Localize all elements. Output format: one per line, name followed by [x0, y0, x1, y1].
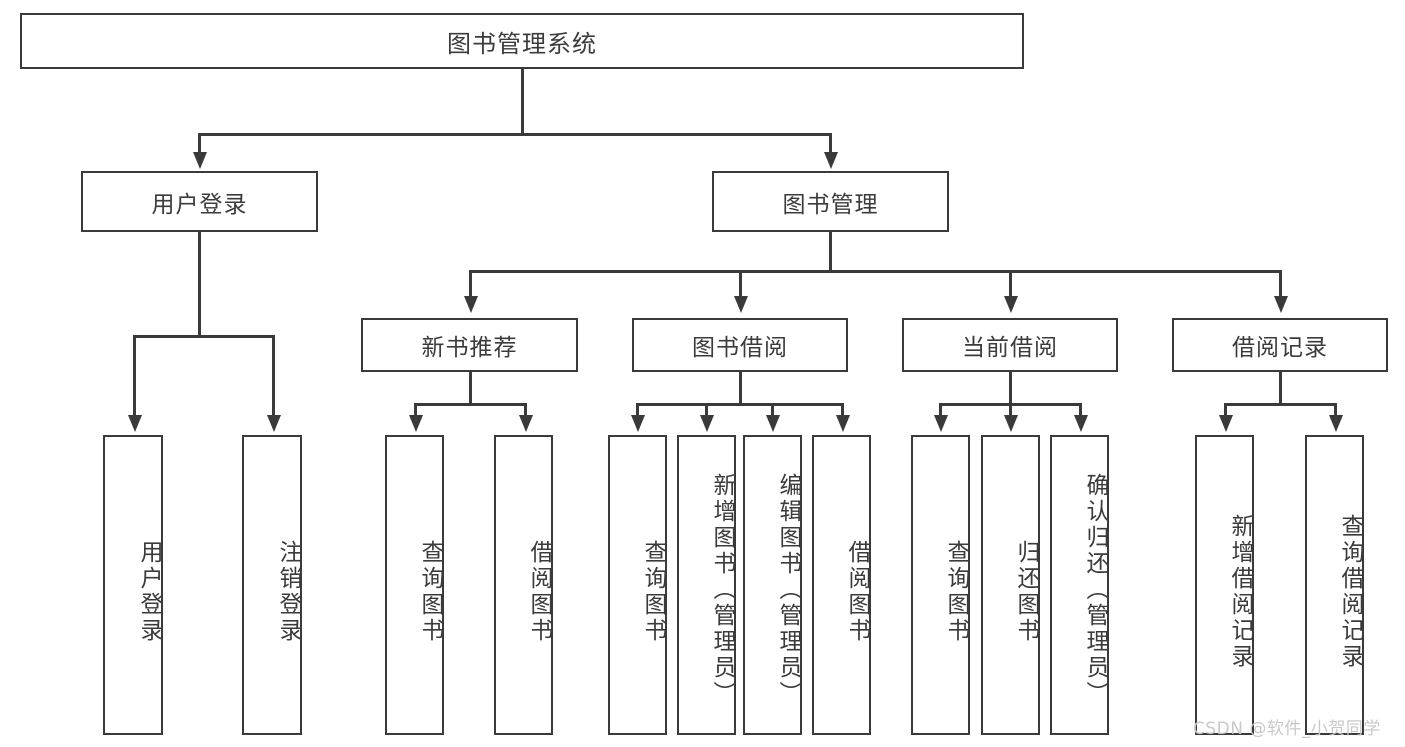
- arrow-leaf-add-borrow-record: [1218, 415, 1233, 432]
- node-label: 归还图书: [1013, 540, 1039, 644]
- node-leaf-user-login[interactable]: 用户登录: [103, 435, 163, 735]
- connector-book-borrow-stem: [739, 372, 742, 405]
- node-new-book-recommend[interactable]: 新书推荐: [361, 318, 578, 372]
- node-leaf-edit-book[interactable]: 编辑图书（管理员）: [743, 435, 802, 735]
- node-label: 查询图书: [943, 540, 969, 644]
- node-current-borrow[interactable]: 当前借阅: [902, 318, 1118, 372]
- connector-book-borrow-leaf3: [771, 403, 774, 417]
- node-leaf-query-borrow-record[interactable]: 查询借阅记录: [1305, 435, 1364, 735]
- node-label: 图书管理: [782, 191, 879, 218]
- arrow-leaf-borrow-book-2: [835, 415, 850, 432]
- connector-to-current-borrow: [1009, 270, 1012, 298]
- node-book-borrow[interactable]: 图书借阅: [632, 318, 848, 372]
- node-leaf-return-book[interactable]: 归还图书: [981, 435, 1040, 735]
- node-label: 借阅记录: [1232, 335, 1328, 361]
- node-label: 借阅图书: [844, 540, 870, 644]
- node-leaf-borrow-book-1[interactable]: 借阅图书: [494, 435, 553, 735]
- arrow-to-book-borrow: [733, 296, 748, 313]
- connector-new-book-stem: [469, 372, 472, 405]
- node-root-system[interactable]: 图书管理系统: [20, 13, 1024, 69]
- connector-to-book-borrow: [739, 270, 742, 298]
- arrow-leaf-logout-login: [266, 415, 281, 432]
- node-label: 当前借阅: [962, 335, 1058, 361]
- arrow-leaf-add-book: [699, 415, 714, 432]
- connector-to-new-book-recommend: [469, 270, 472, 298]
- node-label: 用户登录: [151, 191, 248, 218]
- node-label: 查询图书: [417, 540, 443, 644]
- connector-current-borrow-leaf1: [939, 403, 942, 417]
- node-label: 新增借阅记录: [1227, 514, 1253, 670]
- node-label: 查询借阅记录: [1337, 514, 1363, 670]
- connector-new-book-leaf1: [414, 403, 417, 417]
- connector-to-borrow-record: [1279, 270, 1282, 298]
- node-label: 借阅图书: [526, 540, 552, 644]
- node-borrow-record[interactable]: 借阅记录: [1172, 318, 1388, 372]
- node-leaf-query-book-3[interactable]: 查询图书: [911, 435, 970, 735]
- node-label: 新书推荐: [421, 335, 518, 361]
- arrow-to-borrow-record: [1273, 296, 1288, 313]
- connector-borrow-record-stem: [1279, 372, 1282, 405]
- connector-book-borrow-leaf2: [705, 403, 708, 417]
- connector-book-management-stem: [829, 232, 832, 273]
- connector-current-borrow-leaf2: [1009, 403, 1012, 417]
- node-label: 用户登录: [136, 540, 162, 644]
- node-leaf-query-book-2[interactable]: 查询图书: [608, 435, 667, 735]
- connector-user-login-leaf2: [272, 335, 275, 417]
- arrow-leaf-confirm-return: [1073, 415, 1088, 432]
- node-label: 注销登录: [275, 540, 301, 644]
- arrow-leaf-query-book-2: [630, 415, 645, 432]
- connector-book-borrow-bar: [636, 403, 843, 406]
- node-label: 图书借阅: [692, 335, 788, 361]
- connector-level2-bar: [198, 133, 832, 136]
- connector-user-login-bar: [133, 335, 275, 338]
- connector-new-book-leaf2: [524, 403, 527, 417]
- connector-current-borrow-leaf3: [1079, 403, 1082, 417]
- connector-new-book-bar: [414, 403, 526, 406]
- connector-borrow-record-leaf2: [1334, 403, 1337, 417]
- arrow-to-current-borrow: [1003, 296, 1018, 313]
- node-leaf-logout-login[interactable]: 注销登录: [242, 435, 302, 735]
- node-label: 编辑图书（管理员）: [775, 473, 801, 707]
- node-leaf-add-borrow-record[interactable]: 新增借阅记录: [1195, 435, 1254, 735]
- connector-book-borrow-leaf4: [841, 403, 844, 417]
- connector-borrow-record-leaf1: [1224, 403, 1227, 417]
- connector-book-borrow-leaf1: [636, 403, 639, 417]
- arrow-leaf-user-login: [127, 415, 142, 432]
- connector-root-stem: [521, 69, 524, 134]
- node-label: 图书管理系统: [447, 29, 597, 58]
- node-leaf-query-book-1[interactable]: 查询图书: [385, 435, 444, 735]
- watermark-text: CSDN @软件_小贺同学: [1193, 719, 1381, 739]
- arrow-leaf-query-book-3: [933, 415, 948, 432]
- node-leaf-confirm-return[interactable]: 确认归还（管理员）: [1050, 435, 1109, 735]
- connector-current-borrow-stem: [1009, 372, 1012, 405]
- connector-level3-bar: [469, 270, 1281, 273]
- arrow-to-user-login: [192, 152, 207, 169]
- arrow-to-new-book-recommend: [463, 296, 478, 313]
- arrow-to-book-management: [823, 152, 838, 169]
- arrow-leaf-query-borrow-record: [1328, 415, 1343, 432]
- node-book-management[interactable]: 图书管理: [712, 171, 949, 232]
- node-label: 确认归还（管理员）: [1082, 473, 1108, 707]
- arrow-leaf-borrow-book-1: [518, 415, 533, 432]
- connector-user-login-leaf1: [133, 335, 136, 417]
- node-label: 查询图书: [640, 540, 666, 644]
- connector-user-login-stem: [198, 232, 201, 337]
- node-user-login[interactable]: 用户登录: [81, 171, 318, 232]
- connector-to-user-login: [198, 133, 201, 155]
- connector-borrow-record-bar: [1224, 403, 1336, 406]
- node-leaf-borrow-book-2[interactable]: 借阅图书: [812, 435, 871, 735]
- arrow-leaf-edit-book: [765, 415, 780, 432]
- node-leaf-add-book[interactable]: 新增图书（管理员）: [677, 435, 736, 735]
- arrow-leaf-query-book-1: [408, 415, 423, 432]
- connector-to-book-management: [829, 133, 832, 155]
- node-label: 新增图书（管理员）: [709, 473, 735, 707]
- arrow-leaf-return-book: [1003, 415, 1018, 432]
